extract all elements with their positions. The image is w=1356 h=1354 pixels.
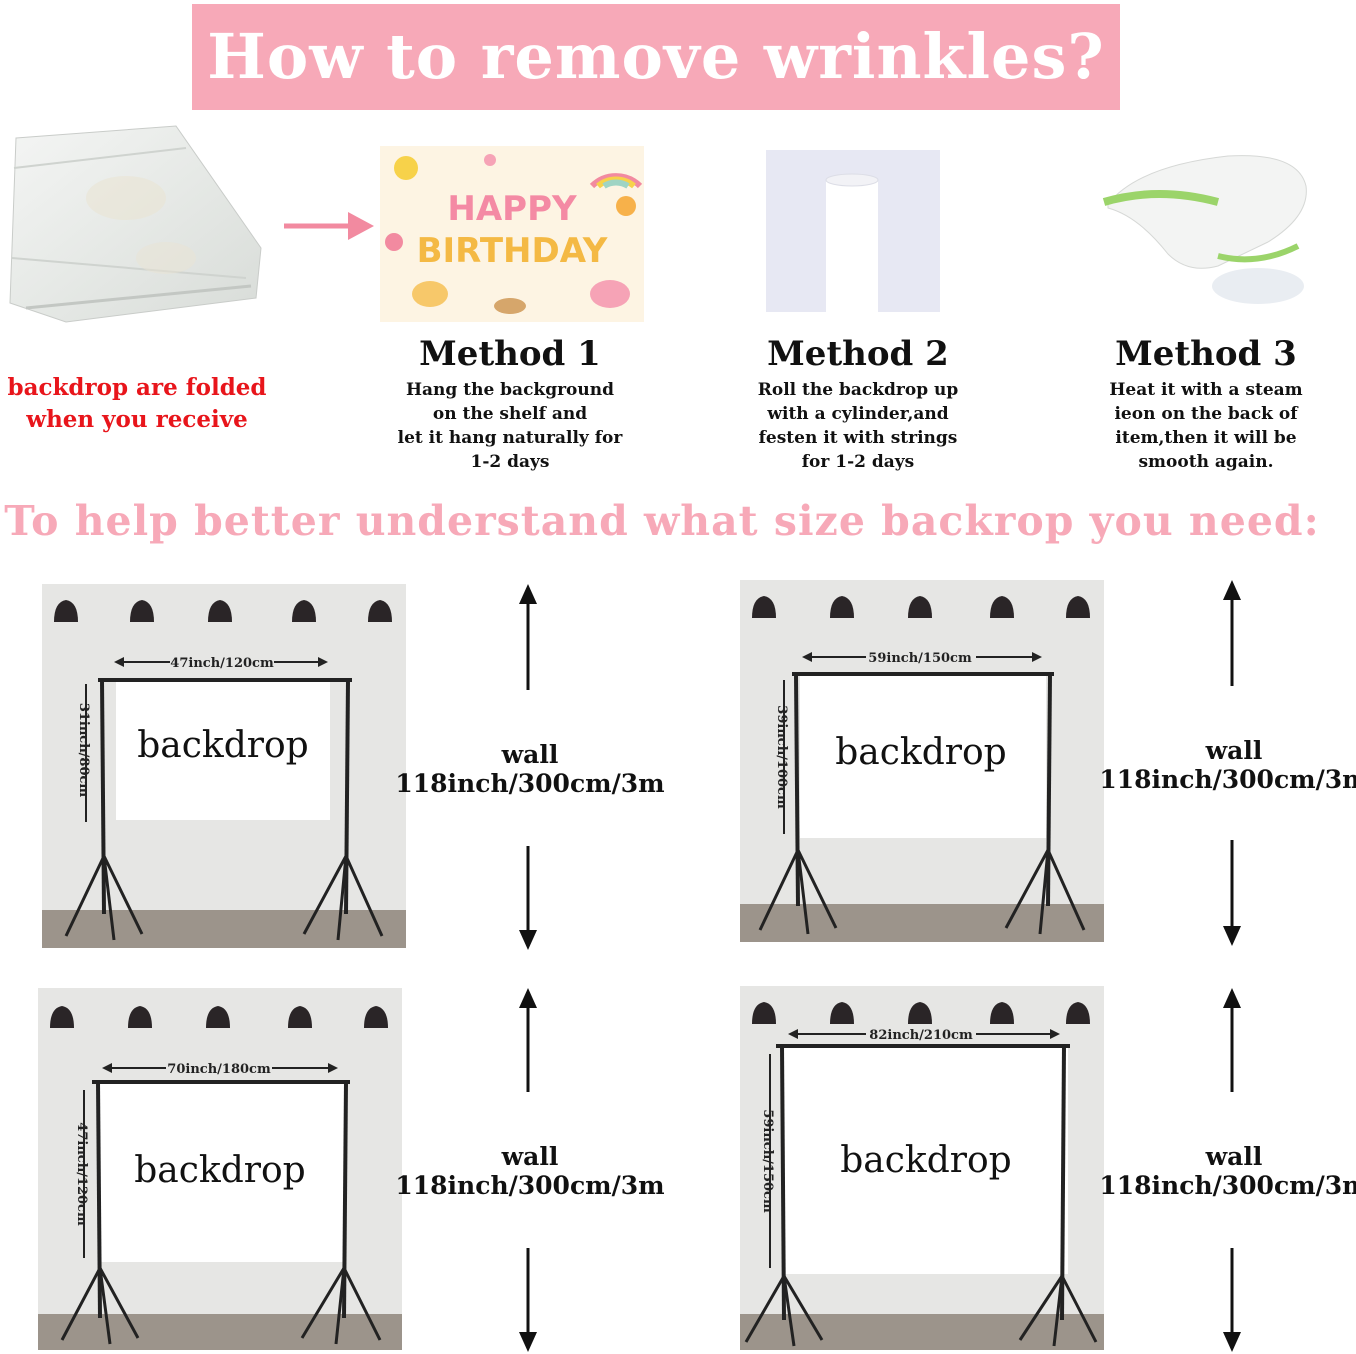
- folded-backdrop-image: [9, 125, 262, 323]
- size-heading: To help better understand what size back…: [4, 497, 1320, 545]
- backdrop-label: backdrop: [840, 1140, 1011, 1181]
- method-1: Method 1 Hang the background on the shel…: [382, 334, 638, 474]
- folded-note-line1: backdrop are folded: [7, 374, 267, 401]
- lamp-icon: [830, 1002, 854, 1024]
- height-label: 47inch/120cm: [74, 1122, 89, 1226]
- folded-note-line2: when you receive: [26, 406, 248, 433]
- arrow-up-icon: [519, 584, 537, 690]
- arrow-down-icon: [519, 846, 537, 950]
- lamp-icon: [368, 600, 392, 622]
- lamp-icon: [990, 1002, 1014, 1024]
- birthday-text: BIRTHDAY: [417, 231, 608, 271]
- wall-info: wall 118inch/300cm/3m: [1094, 1142, 1356, 1200]
- method-1-line: let it hang naturally for: [397, 428, 623, 448]
- title-banner: How to remove wrinkles?: [192, 4, 1120, 110]
- garment-steamer-image: [1102, 155, 1307, 304]
- method-2-line: festen it with strings: [758, 428, 958, 448]
- backdrop-label: backdrop: [137, 725, 308, 766]
- lamp-icon: [208, 600, 232, 622]
- method-2: Method 2 Roll the backdrop up with a cyl…: [730, 334, 986, 474]
- method-3-line: smooth again.: [1138, 452, 1274, 472]
- method-2-line: Roll the backdrop up: [757, 380, 959, 400]
- lamp-icon: [990, 596, 1014, 618]
- lamp-icon: [752, 596, 776, 618]
- wall-label: wall: [1205, 1142, 1263, 1171]
- lamp-icon: [50, 1006, 74, 1028]
- method-2-line: with a cylinder,and: [767, 404, 949, 424]
- wall-size: 118inch/300cm/3m: [1099, 1171, 1356, 1200]
- height-label: 59inch/150cm: [760, 1109, 775, 1213]
- method-1-line: 1-2 days: [470, 452, 550, 472]
- wall-size: 118inch/300cm/3m: [1099, 765, 1356, 794]
- method-3-line: Heat it with a steam: [1109, 380, 1303, 400]
- happy-text: HAPPY: [447, 189, 577, 229]
- arrow-down-icon: [1223, 1248, 1241, 1352]
- width-label: 59inch/150cm: [868, 651, 972, 666]
- backdrop-size-panel-3: 70inch/180cm 47inch/120cm backdrop: [38, 988, 402, 1350]
- lamp-icon: [752, 1002, 776, 1024]
- method-3-title: Method 3: [1115, 334, 1297, 374]
- happy-birthday-backdrop-image: HAPPY BIRTHDAY: [380, 146, 644, 322]
- arrow-up-icon: [1223, 580, 1241, 686]
- method-2-title: Method 2: [767, 334, 949, 374]
- wall-label: wall: [1205, 736, 1263, 765]
- method-2-line: for 1-2 days: [801, 452, 915, 472]
- height-label: 31inch/80cm: [76, 703, 91, 798]
- wall-size: 118inch/300cm/3m: [395, 769, 665, 798]
- method-1-line: Hang the background: [405, 380, 614, 400]
- wall-size: 118inch/300cm/3m: [395, 1171, 665, 1200]
- wall-label: wall: [501, 1142, 559, 1171]
- method-3-line: item,then it will be: [1115, 428, 1297, 448]
- lamp-icon: [288, 1006, 312, 1028]
- method-3: Method 3 Heat it with a steam ieon on th…: [1078, 334, 1334, 474]
- arrow-down-icon: [519, 1248, 537, 1352]
- lamp-icon: [908, 1002, 932, 1024]
- lamp-icon: [1066, 1002, 1090, 1024]
- lamp-icon: [128, 1006, 152, 1028]
- method-1-line: on the shelf and: [432, 404, 588, 424]
- lamp-icon: [206, 1006, 230, 1028]
- lamp-icon: [130, 600, 154, 622]
- width-label: 70inch/180cm: [167, 1062, 271, 1077]
- backdrop-label: backdrop: [134, 1150, 305, 1191]
- backdrop-area: [116, 680, 330, 820]
- lamp-icon: [908, 596, 932, 618]
- arrow-down-icon: [1223, 840, 1241, 946]
- method-1-title: Method 1: [419, 334, 601, 374]
- backdrop-size-panel-2: 59inch/150cm 39inch/100cm backdrop: [740, 580, 1104, 942]
- arrow-right-icon: [284, 212, 374, 240]
- folded-note: backdrop are folded when you receive: [4, 372, 270, 436]
- arrow-up-icon: [519, 988, 537, 1092]
- backdrop-size-panel-4: 82inch/210cm 59inch/150cm backdrop: [740, 986, 1104, 1350]
- height-label: 39inch/100cm: [774, 705, 789, 809]
- backdrop-area: [800, 674, 1046, 838]
- backdrop-label: backdrop: [835, 732, 1006, 773]
- arrow-up-icon: [1223, 988, 1241, 1092]
- lamp-icon: [1066, 596, 1090, 618]
- backdrop-area: [782, 1048, 1068, 1274]
- width-label: 82inch/210cm: [869, 1028, 973, 1043]
- rolled-backdrop-image: [766, 150, 940, 312]
- lamp-icon: [54, 600, 78, 622]
- lamp-icon: [830, 596, 854, 618]
- method-3-line: ieon on the back of: [1114, 404, 1298, 424]
- lamp-icon: [292, 600, 316, 622]
- wall-label: wall: [501, 740, 559, 769]
- width-label: 47inch/120cm: [170, 656, 274, 671]
- backdrop-size-panel-1: 47inch/120cm 31inch/80cm backdrop: [42, 584, 406, 948]
- wall-info: wall 118inch/300cm/3m: [390, 1142, 670, 1200]
- lamp-icon: [364, 1006, 388, 1028]
- wall-info: wall 118inch/300cm/3m: [390, 740, 670, 798]
- wall-info: wall 118inch/300cm/3m: [1094, 736, 1356, 794]
- banner-title: How to remove wrinkles?: [207, 20, 1105, 93]
- backdrop-area: [100, 1084, 344, 1262]
